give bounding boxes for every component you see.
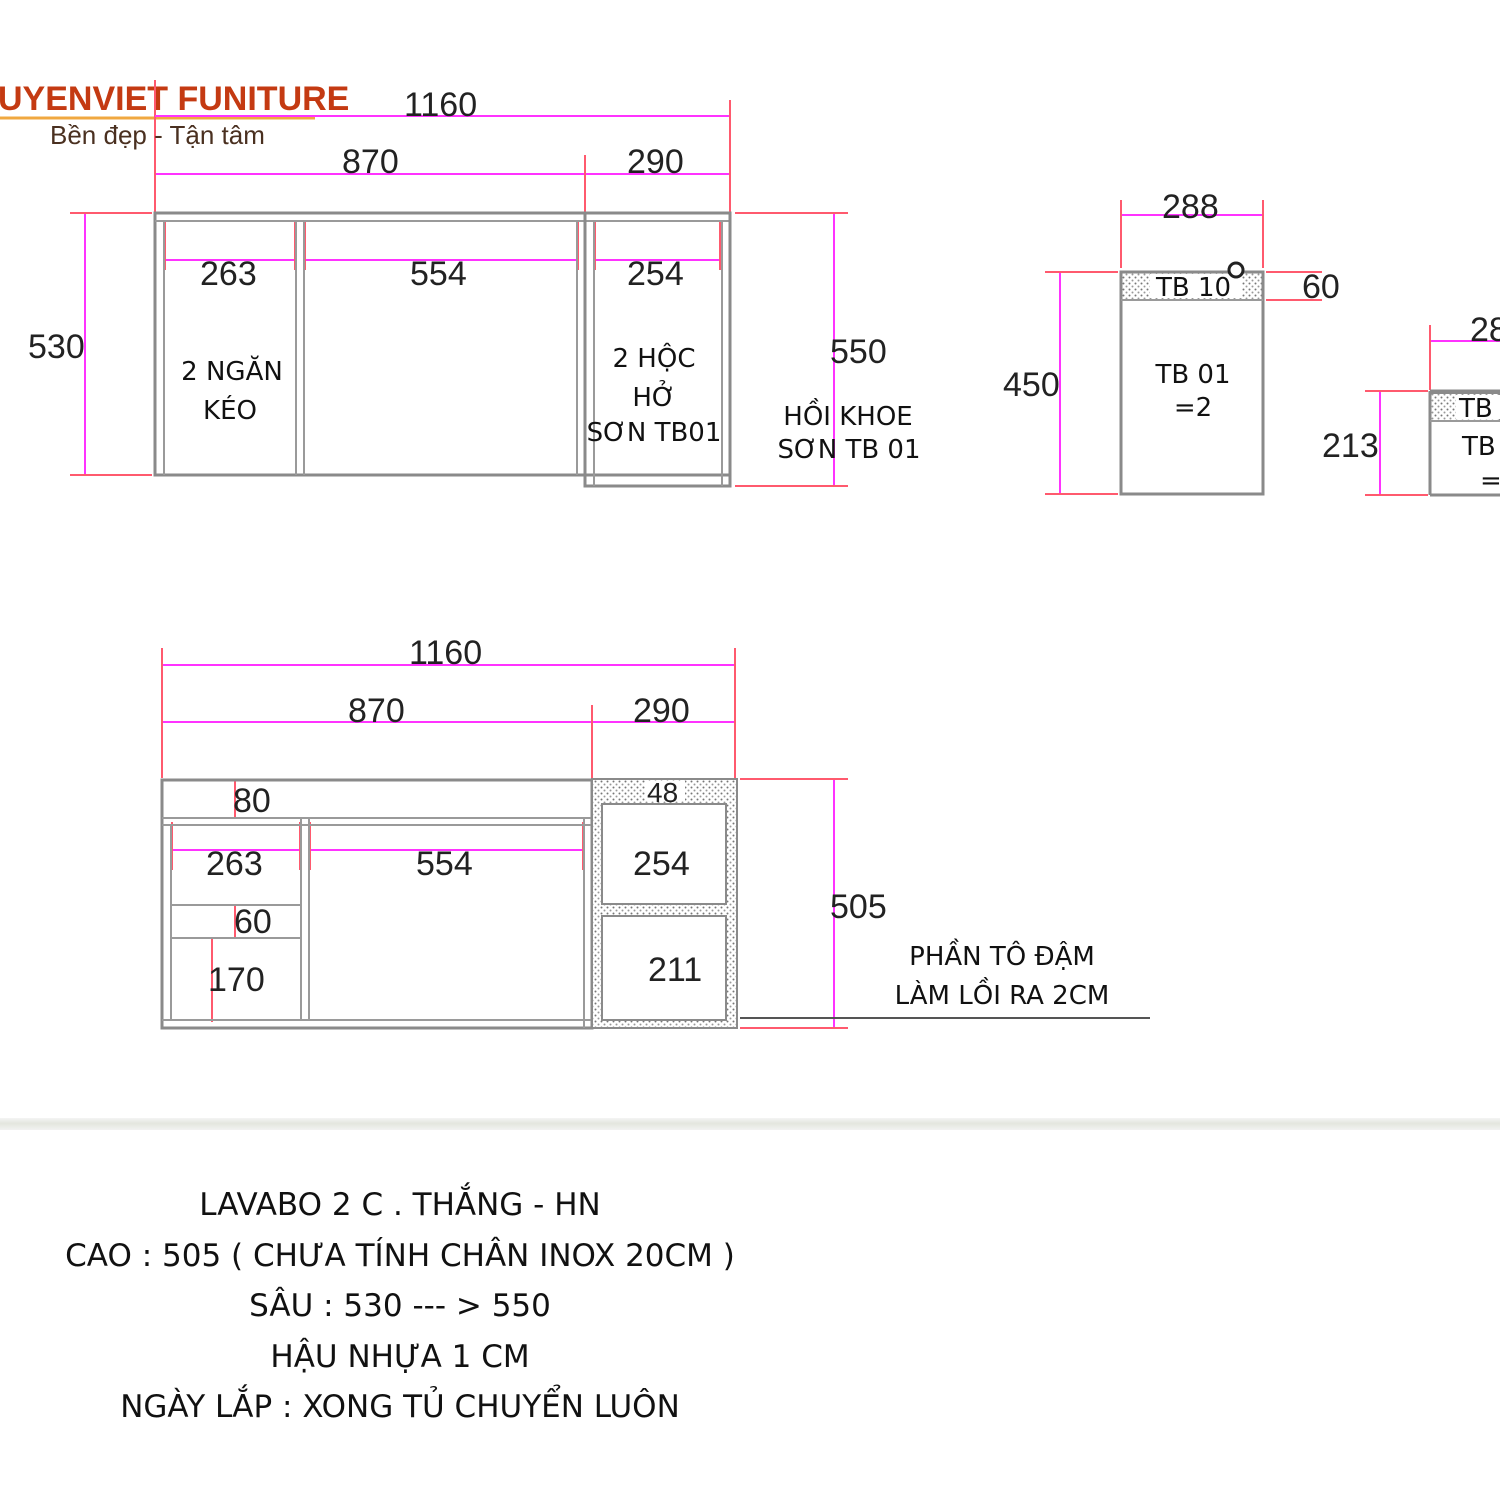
- top-view-dimensions: [70, 100, 848, 487]
- front-top-rail-right: 48: [647, 777, 678, 808]
- front-height: 505: [830, 888, 887, 926]
- front-lower-a: 170: [208, 961, 265, 999]
- front-view-cabinet: [160, 778, 738, 1030]
- open-label-line-3: SƠN TB01: [587, 418, 722, 448]
- brand-name: UYENVIET FUNITURE: [0, 80, 349, 118]
- side2-width: 28: [1470, 311, 1500, 349]
- drawer-label-line-2: KÉO: [203, 394, 257, 426]
- brand-logo: UYENVIET FUNITURE Bền đẹp - Tận tâm: [0, 80, 349, 150]
- top-col-b: 554: [410, 255, 467, 293]
- side1-height: 450: [1003, 366, 1060, 404]
- raised-note-line-1: PHẦN TÔ ĐẬM: [909, 937, 1095, 972]
- front-col-a: 263: [206, 845, 263, 883]
- top-view-cabinet: [153, 211, 732, 488]
- side2-height: 213: [1322, 427, 1379, 465]
- note-install-date: NGÀY LẮP : XONG TỦ CHUYỂN LUÔN: [120, 1389, 680, 1425]
- side1-top-label: TB 10: [1155, 273, 1231, 303]
- open-label-line-1: 2 HỘC: [613, 342, 696, 374]
- side1-body-label-1: TB 01: [1154, 360, 1230, 390]
- note-title: LAVABO 2 C . THẮNG - HN: [199, 1187, 601, 1223]
- top-depth-right: 550: [830, 333, 887, 371]
- side2-body-label-2: =: [1480, 466, 1500, 496]
- top-col-a: 263: [200, 255, 257, 293]
- raised-note-line-2: LÀM LỒI RA 2CM: [895, 976, 1110, 1011]
- top-right-width: 290: [627, 143, 684, 181]
- top-total-width: 1160: [404, 86, 477, 124]
- recess-label-line-1: HỒI KHOE: [783, 397, 912, 432]
- front-col-b: 554: [416, 845, 473, 883]
- divider: [0, 1118, 1500, 1130]
- open-label-line-2: HỞ: [632, 379, 675, 413]
- note-height: CAO : 505 ( CHƯA TÍNH CHÂN INOX 20CM ): [65, 1237, 735, 1274]
- side2-top-label: TB: [1458, 394, 1493, 424]
- side1-top: 60: [1302, 268, 1340, 306]
- drawer-label-line-1: 2 NGĂN: [181, 354, 283, 387]
- top-col-c: 254: [627, 255, 684, 293]
- top-left-width: 870: [342, 143, 399, 181]
- top-depth-left: 530: [28, 328, 85, 366]
- front-mid-rail: 60: [234, 903, 272, 941]
- note-back: HẬU NHỰA 1 CM: [270, 1338, 530, 1375]
- front-left-width: 870: [348, 692, 405, 730]
- recess-label-line-2: SƠN TB 01: [777, 435, 920, 465]
- front-lower-c: 211: [648, 951, 702, 989]
- front-right-width: 290: [633, 692, 690, 730]
- side2-body-label-1: TB: [1461, 432, 1496, 462]
- side-view-2: [1365, 325, 1500, 497]
- side-view-1: [1045, 200, 1322, 496]
- front-top-rail: 80: [233, 782, 271, 820]
- brand-tagline: Bền đẹp - Tận tâm: [50, 120, 265, 150]
- spec-notes: LAVABO 2 C . THẮNG - HN CAO : 505 ( CHƯA…: [0, 1180, 800, 1433]
- front-total-width: 1160: [409, 634, 482, 672]
- side1-body-label-2: =2: [1174, 393, 1212, 423]
- side1-width: 288: [1162, 188, 1219, 226]
- note-depth: SÂU : 530 --- > 550: [249, 1288, 551, 1324]
- front-col-c: 254: [633, 845, 690, 883]
